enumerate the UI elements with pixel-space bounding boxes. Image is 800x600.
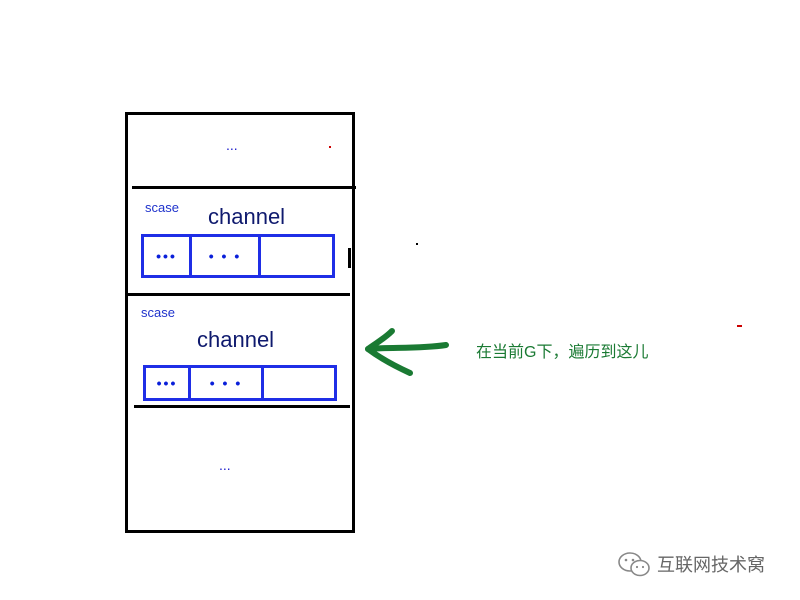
- buffer-cell: [261, 237, 332, 275]
- scase-label-1: scase: [145, 200, 179, 215]
- watermark: 互联网技术窝: [617, 550, 765, 578]
- channel-buffer-1: ••• • • •: [141, 234, 335, 278]
- divider-3: [134, 405, 350, 408]
- bottom-ellipsis: ...: [219, 457, 231, 473]
- channel-buffer-2: ••• • • •: [143, 365, 337, 401]
- stray-mark: [329, 146, 331, 148]
- stray-mark: [737, 325, 742, 327]
- top-ellipsis: ...: [226, 137, 238, 153]
- buffer-cell: [264, 368, 334, 398]
- channel-label-1: channel: [208, 204, 286, 229]
- scase-label-2: scase: [141, 305, 175, 320]
- annotation-note: 在当前G下，遍历到这儿: [476, 344, 649, 361]
- channel-label-2: channel: [197, 327, 275, 352]
- divider-2: [128, 293, 350, 296]
- watermark-text: 互联网技术窝: [657, 555, 765, 575]
- buffer-cell: •••: [144, 237, 192, 275]
- stray-mark: [348, 248, 351, 268]
- buffer-cell: • • •: [191, 368, 264, 398]
- wechat-icon: [618, 552, 650, 577]
- stray-mark: [416, 243, 418, 245]
- buffer-cell: • • •: [192, 237, 261, 275]
- buffer-cell: •••: [146, 368, 191, 398]
- stack-frame: [125, 112, 355, 533]
- pointer-arrow: [365, 328, 449, 376]
- divider-1: [132, 186, 356, 189]
